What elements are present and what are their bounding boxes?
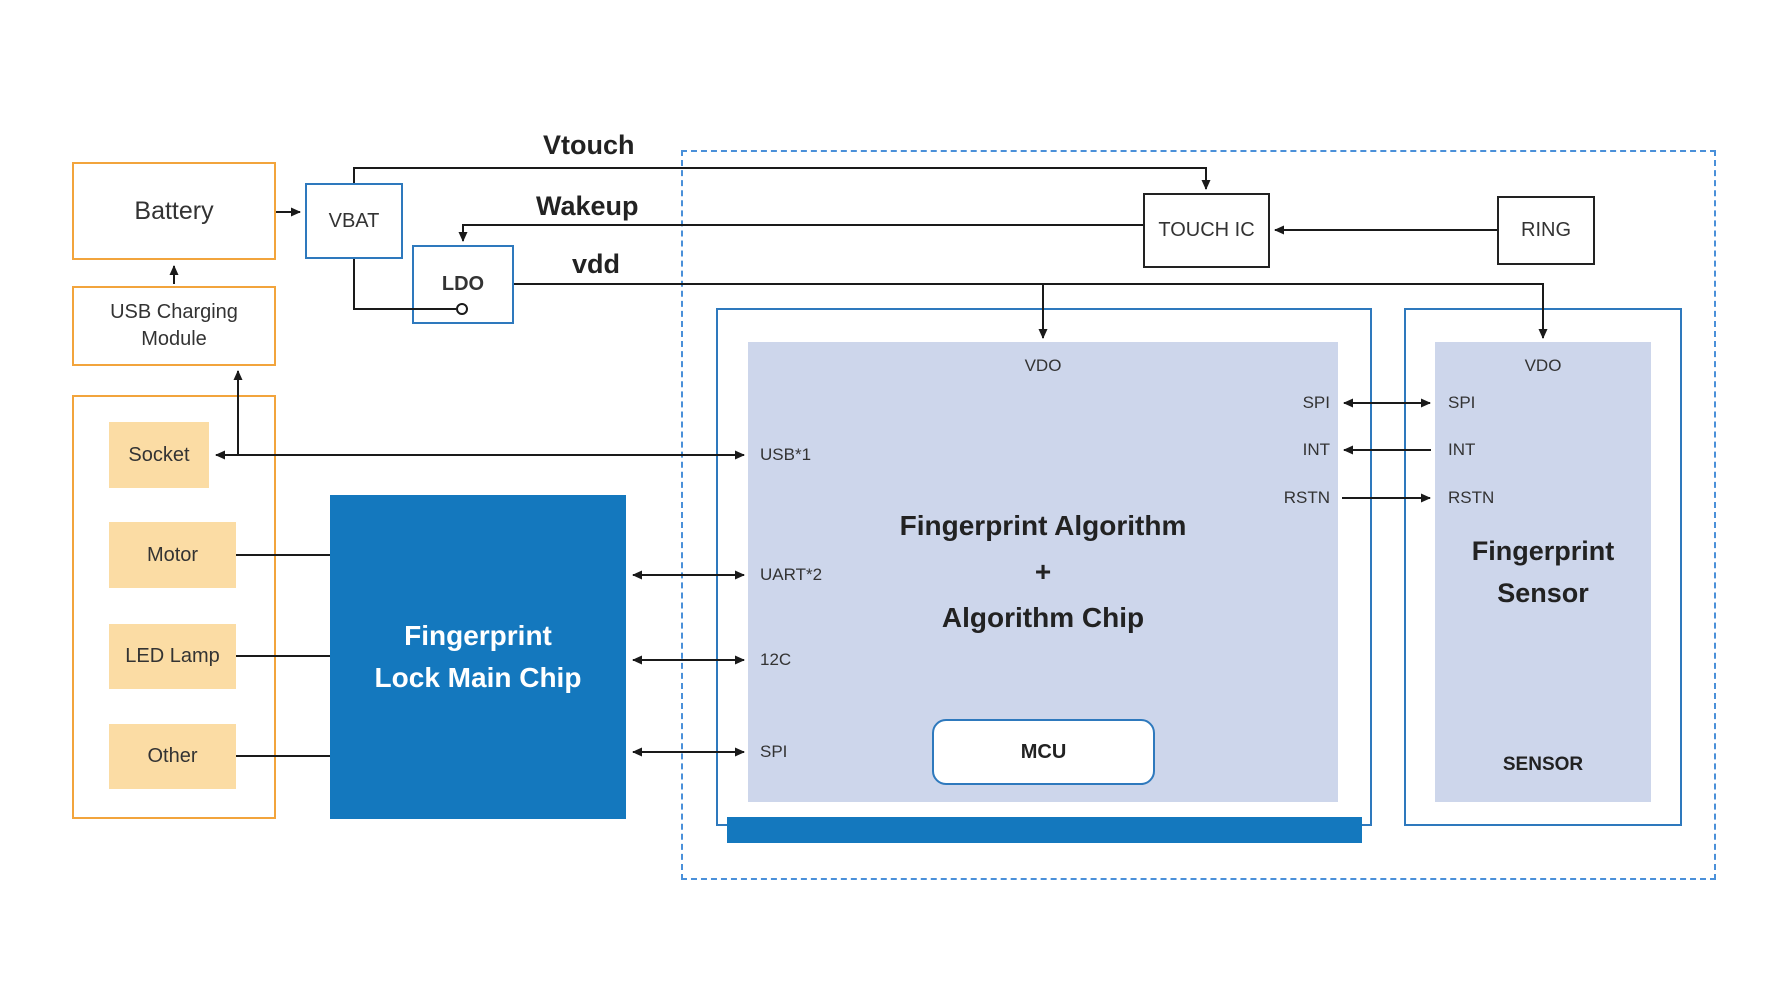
vbat-label: VBAT	[328, 209, 380, 232]
sensor-pin-rstn: RSTN	[1448, 488, 1495, 507]
motor-box: Motor	[109, 522, 236, 588]
battery-label: Battery	[134, 196, 214, 225]
sensor-inner-panel	[1435, 342, 1651, 802]
algo-pin-uart2: UART*2	[760, 565, 823, 584]
sensor-pin-vdo: VDO	[1524, 356, 1562, 375]
mcu-box: MCU	[932, 719, 1155, 785]
led-lamp-label: LED Lamp	[125, 645, 220, 667]
mcu-label: MCU	[1020, 740, 1067, 763]
sensor-bottom-label: SENSOR	[1502, 754, 1584, 775]
usb-charging-module-box: USB Charging Module	[72, 286, 276, 366]
ring-label: RING	[1521, 219, 1571, 241]
vtouch-signal-label: Vtouch	[543, 130, 635, 160]
touch-ic-box: TOUCH IC	[1143, 193, 1270, 268]
ring-box: RING	[1497, 196, 1595, 265]
motor-label: Motor	[146, 543, 199, 566]
fingerprint-module-boundary	[681, 150, 1716, 880]
other-box: Other	[109, 724, 236, 789]
sensor-pin-spi: SPI	[1448, 393, 1476, 412]
socket-label: Socket	[128, 443, 190, 466]
other-label: Other	[147, 745, 198, 767]
vbat-box: VBAT	[305, 183, 403, 259]
ldo-label: LDO	[441, 273, 485, 295]
usb-charging-module-label: USB Charging Module	[110, 301, 238, 350]
ldo-box: LDO	[412, 245, 514, 324]
led-lamp-box: LED Lamp	[109, 624, 236, 689]
algo-pin-spi-right: SPI	[1302, 393, 1330, 412]
algo-pin-usb1: USB*1	[760, 445, 812, 464]
algo-pin-12c: 12C	[760, 650, 792, 669]
algorithm-chip-title: Fingerprint Algorithm + Algorithm Chip	[899, 510, 1187, 633]
algo-pin-int: INT	[1302, 440, 1330, 459]
algorithm-chip-bottom-bar	[727, 817, 1362, 843]
algo-pin-rstn: RSTN	[1283, 488, 1330, 507]
wakeup-signal-label: Wakeup	[536, 191, 639, 221]
sensor-pin-int: INT	[1448, 440, 1476, 459]
vdd-signal-label: vdd	[572, 249, 621, 279]
sensor-title: Fingerprint Sensor	[1471, 536, 1615, 608]
battery-box: Battery	[72, 162, 276, 260]
algo-pin-vdo: VDO	[1024, 356, 1062, 375]
touch-ic-label: TOUCH IC	[1158, 219, 1255, 241]
fingerprint-lock-main-chip-box: Fingerprint Lock Main Chip	[330, 495, 626, 819]
algo-pin-spi: SPI	[760, 742, 788, 761]
peripherals-group-box	[72, 395, 276, 819]
main-chip-label: Fingerprint Lock Main Chip	[374, 620, 582, 693]
socket-box: Socket	[109, 422, 209, 488]
